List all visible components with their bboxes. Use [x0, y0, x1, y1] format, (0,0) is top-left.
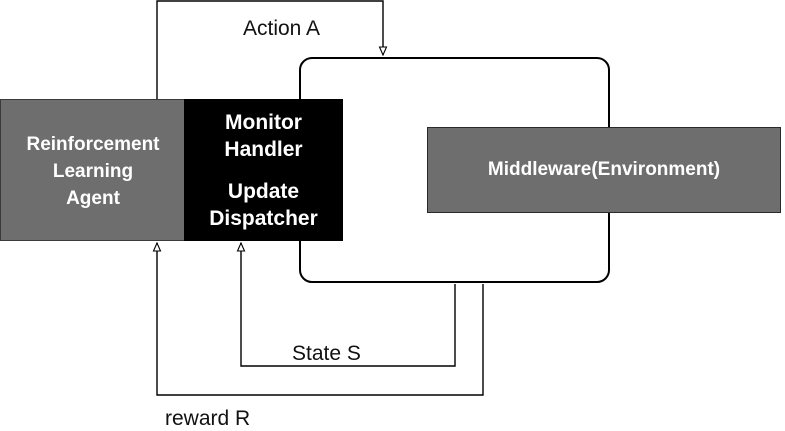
monitor-handler-label: Monitor Handler: [184, 109, 343, 163]
monitor-update-box: Monitor Handler Update Dispatcher: [184, 99, 343, 241]
state-arrow: [241, 243, 456, 367]
monitor-label-line: Monitor: [225, 111, 302, 134]
reward-label: reward R: [165, 407, 251, 430]
agent-label-line: Reinforcement: [26, 134, 160, 155]
reward-arrow: [157, 243, 484, 396]
update-dispatcher-label: Update Dispatcher: [184, 178, 343, 232]
monitor-label-line: Handler: [224, 138, 303, 161]
action-arrow: [156, 0, 383, 99]
update-label-line: Dispatcher: [209, 207, 318, 230]
agent-label-line: Agent: [66, 188, 120, 209]
state-label: State S: [292, 342, 361, 365]
agent-label: Reinforcement Learning Agent: [1, 131, 185, 212]
reinforcement-learning-agent-box: Reinforcement Learning Agent: [0, 99, 186, 241]
middleware-label: Middleware(Environment): [487, 159, 721, 180]
update-label-line: Update: [227, 180, 300, 203]
middleware-environment-box: Middleware(Environment): [427, 127, 781, 213]
agent-label-line: Learning: [52, 161, 134, 182]
action-label: Action A: [243, 17, 321, 40]
